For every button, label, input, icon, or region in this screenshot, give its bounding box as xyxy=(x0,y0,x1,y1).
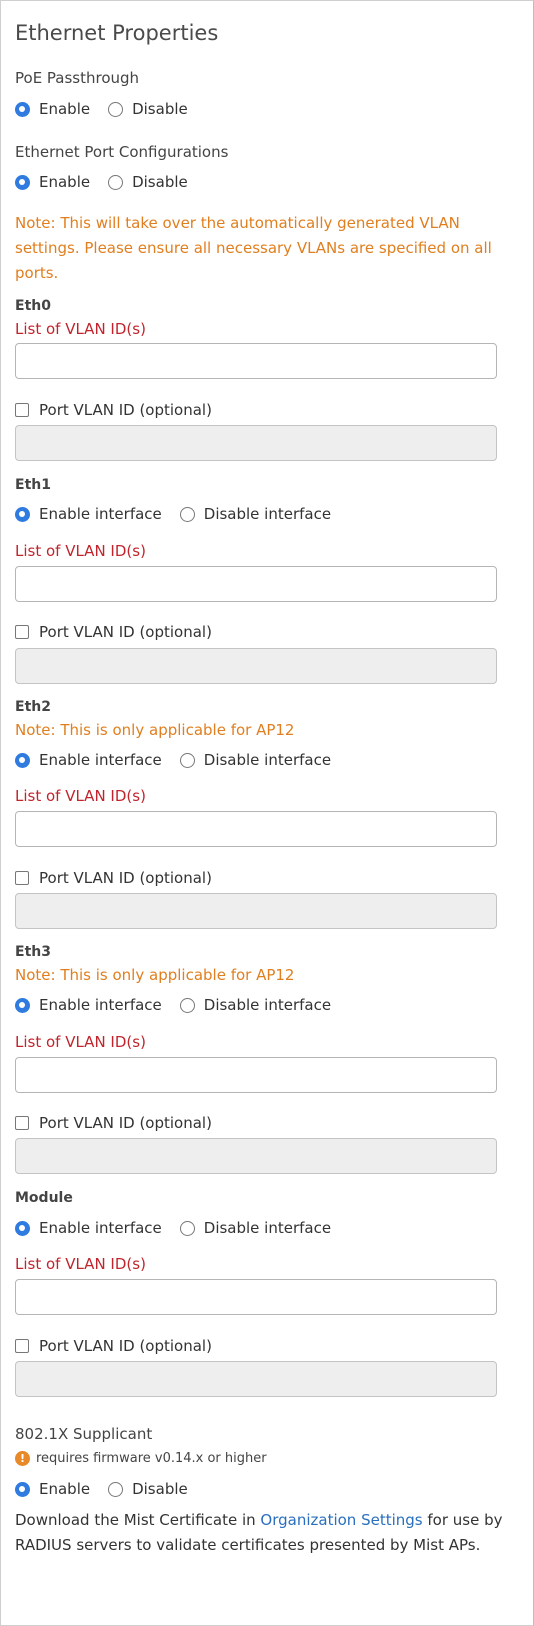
supplicant-radio-group: Enable Disable xyxy=(15,1480,206,1498)
radio-unchecked-icon[interactable] xyxy=(179,752,195,768)
radio-checked-icon[interactable] xyxy=(15,1220,30,1236)
module-disable-label: Disable interface xyxy=(203,1219,332,1237)
module-port-vlan-checkbox-row[interactable]: Port VLAN ID (optional) xyxy=(15,1337,212,1355)
eth0-vlan-label: List of VLAN ID(s) xyxy=(15,320,146,338)
port-config-enable-label: Enable xyxy=(39,173,91,191)
module-radio-group: Enable interface Disable interface xyxy=(15,1219,349,1237)
eth1-vlan-label: List of VLAN ID(s) xyxy=(15,542,146,560)
poe-disable-option[interactable]: Disable xyxy=(108,100,188,118)
radio-unchecked-icon[interactable] xyxy=(179,997,195,1013)
eth1-radio-group: Enable interface Disable interface xyxy=(15,505,349,523)
radio-unchecked-icon[interactable] xyxy=(108,101,124,117)
eth0-port-vlan-input xyxy=(15,425,497,461)
module-disable-option[interactable]: Disable interface xyxy=(179,1219,332,1237)
eth1-port-vlan-label: Port VLAN ID (optional) xyxy=(39,623,212,641)
eth3-enable-label: Enable interface xyxy=(39,996,162,1014)
module-vlan-label: List of VLAN ID(s) xyxy=(15,1255,146,1273)
radio-checked-icon[interactable] xyxy=(15,1481,30,1497)
eth3-port-vlan-input xyxy=(15,1138,497,1174)
checkbox-icon[interactable] xyxy=(15,625,29,639)
eth0-heading: Eth0 xyxy=(15,298,51,314)
eth1-vlan-input[interactable] xyxy=(15,566,497,602)
module-port-vlan-input xyxy=(15,1361,497,1397)
eth1-heading: Eth1 xyxy=(15,477,51,493)
checkbox-icon[interactable] xyxy=(15,1339,29,1353)
organization-settings-link[interactable]: Organization Settings xyxy=(260,1511,423,1529)
radio-checked-icon[interactable] xyxy=(15,752,30,768)
eth3-port-vlan-checkbox-row[interactable]: Port VLAN ID (optional) xyxy=(15,1114,212,1132)
port-config-label: Ethernet Port Configurations xyxy=(15,143,229,161)
supplicant-warning: ! requires firmware v0.14.x or higher xyxy=(15,1451,267,1466)
eth2-vlan-label: List of VLAN ID(s) xyxy=(15,787,146,805)
eth2-note: Note: This is only applicable for AP12 xyxy=(15,721,295,739)
port-config-disable-option[interactable]: Disable xyxy=(108,173,188,191)
supplicant-enable-option[interactable]: Enable xyxy=(15,1480,90,1498)
footer-prefix: Download the Mist Certificate in xyxy=(15,1511,261,1529)
supplicant-disable-option[interactable]: Disable xyxy=(108,1480,188,1498)
eth3-port-vlan-label: Port VLAN ID (optional) xyxy=(39,1114,212,1132)
port-config-radio-group: Enable Disable xyxy=(15,173,206,191)
port-config-disable-label: Disable xyxy=(132,173,188,191)
warning-icon: ! xyxy=(15,1451,30,1466)
eth3-note: Note: This is only applicable for AP12 xyxy=(15,966,295,984)
supplicant-label: 802.1X Supplicant xyxy=(15,1425,153,1443)
eth2-disable-label: Disable interface xyxy=(203,751,332,769)
eth2-radio-group: Enable interface Disable interface xyxy=(15,751,349,769)
eth2-enable-label: Enable interface xyxy=(39,751,162,769)
radio-unchecked-icon[interactable] xyxy=(179,506,195,522)
eth3-heading: Eth3 xyxy=(15,944,51,960)
eth2-disable-option[interactable]: Disable interface xyxy=(179,751,332,769)
checkbox-icon[interactable] xyxy=(15,403,29,417)
supplicant-footer: Download the Mist Certificate in Organiz… xyxy=(15,1508,515,1558)
supplicant-disable-label: Disable xyxy=(132,1480,188,1498)
eth0-port-vlan-checkbox-row[interactable]: Port VLAN ID (optional) xyxy=(15,401,212,419)
eth3-vlan-input[interactable] xyxy=(15,1057,497,1093)
module-heading: Module xyxy=(15,1190,73,1206)
checkbox-icon[interactable] xyxy=(15,871,29,885)
poe-disable-label: Disable xyxy=(132,100,188,118)
panel-title: Ethernet Properties xyxy=(15,21,219,45)
eth0-port-vlan-label: Port VLAN ID (optional) xyxy=(39,401,212,419)
eth1-enable-option[interactable]: Enable interface xyxy=(15,505,162,523)
supplicant-warning-text: requires firmware v0.14.x or higher xyxy=(36,1451,267,1466)
eth2-enable-option[interactable]: Enable interface xyxy=(15,751,162,769)
radio-checked-icon[interactable] xyxy=(15,997,30,1013)
module-port-vlan-label: Port VLAN ID (optional) xyxy=(39,1337,212,1355)
checkbox-icon[interactable] xyxy=(15,1116,29,1130)
radio-checked-icon[interactable] xyxy=(15,174,30,190)
eth0-vlan-input[interactable] xyxy=(15,343,497,379)
footer-suffix: for use by RADIUS servers to validate ce… xyxy=(15,1511,503,1554)
poe-passthrough-label: PoE Passthrough xyxy=(15,69,140,87)
port-config-note: Note: This will take over the automatica… xyxy=(15,214,492,282)
module-vlan-input[interactable] xyxy=(15,1279,497,1315)
poe-radio-group: Enable Disable xyxy=(15,100,206,118)
poe-enable-option[interactable]: Enable xyxy=(15,100,90,118)
module-enable-label: Enable interface xyxy=(39,1219,162,1237)
eth1-disable-label: Disable interface xyxy=(203,505,332,523)
eth3-radio-group: Enable interface Disable interface xyxy=(15,996,349,1014)
supplicant-enable-label: Enable xyxy=(39,1480,91,1498)
port-config-enable-option[interactable]: Enable xyxy=(15,173,90,191)
radio-unchecked-icon[interactable] xyxy=(108,1481,124,1497)
radio-unchecked-icon[interactable] xyxy=(108,174,124,190)
radio-checked-icon[interactable] xyxy=(15,101,30,117)
eth3-vlan-label: List of VLAN ID(s) xyxy=(15,1033,146,1051)
eth1-enable-label: Enable interface xyxy=(39,505,162,523)
eth2-vlan-input[interactable] xyxy=(15,811,497,847)
radio-checked-icon[interactable] xyxy=(15,506,30,522)
eth3-disable-label: Disable interface xyxy=(203,996,332,1014)
eth2-port-vlan-checkbox-row[interactable]: Port VLAN ID (optional) xyxy=(15,869,212,887)
eth2-heading: Eth2 xyxy=(15,699,51,715)
eth1-port-vlan-checkbox-row[interactable]: Port VLAN ID (optional) xyxy=(15,623,212,641)
radio-unchecked-icon[interactable] xyxy=(179,1220,195,1236)
eth1-port-vlan-input xyxy=(15,648,497,684)
eth1-disable-option[interactable]: Disable interface xyxy=(179,505,332,523)
poe-enable-label: Enable xyxy=(39,100,91,118)
eth3-enable-option[interactable]: Enable interface xyxy=(15,996,162,1014)
eth3-disable-option[interactable]: Disable interface xyxy=(179,996,332,1014)
module-enable-option[interactable]: Enable interface xyxy=(15,1219,162,1237)
eth2-port-vlan-input xyxy=(15,893,497,929)
eth2-port-vlan-label: Port VLAN ID (optional) xyxy=(39,869,212,887)
